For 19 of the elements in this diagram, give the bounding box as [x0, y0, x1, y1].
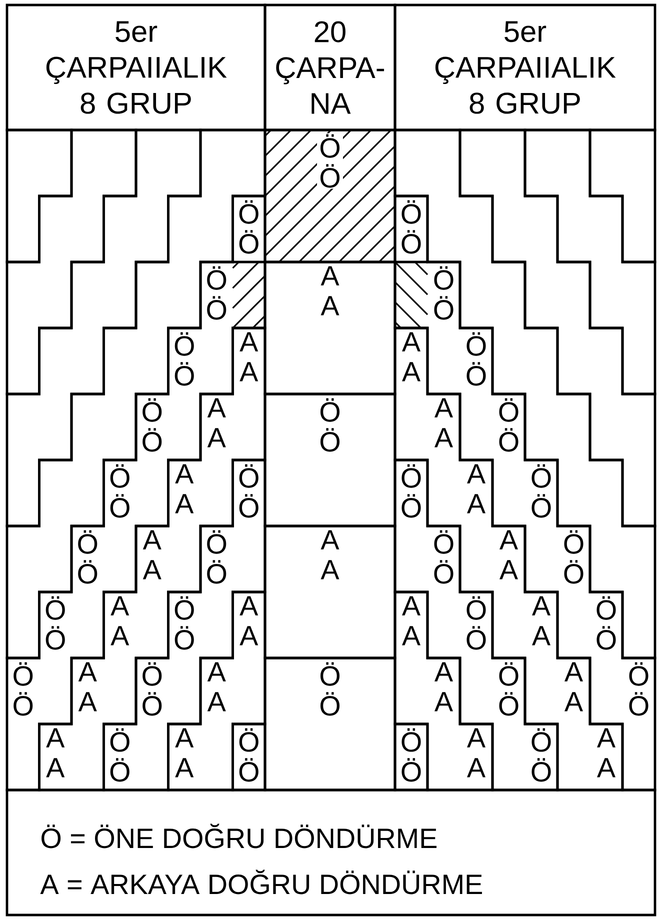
staircase-band [394, 128, 656, 660]
staircase-band: Ö Ö [232, 722, 266, 792]
staircase-band [6, 128, 266, 660]
letter-cell: Ö Ö [264, 656, 396, 792]
staircase-band: Ö Ö [394, 722, 429, 792]
letter-cell: A A [264, 260, 396, 396]
staircase-band [6, 128, 73, 264]
staircase-band [458, 128, 656, 528]
key-box: Ö = ÖNE DOĞRU DÖNDÜRME A = ARKAYA DOĞRU DÖNDÜRME [6, 788, 656, 916]
staircase-band [6, 128, 138, 396]
staircase-band [524, 128, 656, 396]
letter-cell: A A [264, 524, 396, 660]
letter-cell: Ö Ö [264, 392, 396, 528]
staircase-band [6, 128, 202, 528]
header-cell: 5er ÇARPAIIALIK 8 GRUP [394, 4, 656, 132]
header-cell: 5er ÇARPAIIALIK 8 GRUP [6, 4, 266, 132]
header-cell: 20 ÇARPA-NA [264, 4, 396, 132]
staircase-band [588, 128, 656, 264]
letter-cell: Ö Ö [264, 128, 396, 264]
